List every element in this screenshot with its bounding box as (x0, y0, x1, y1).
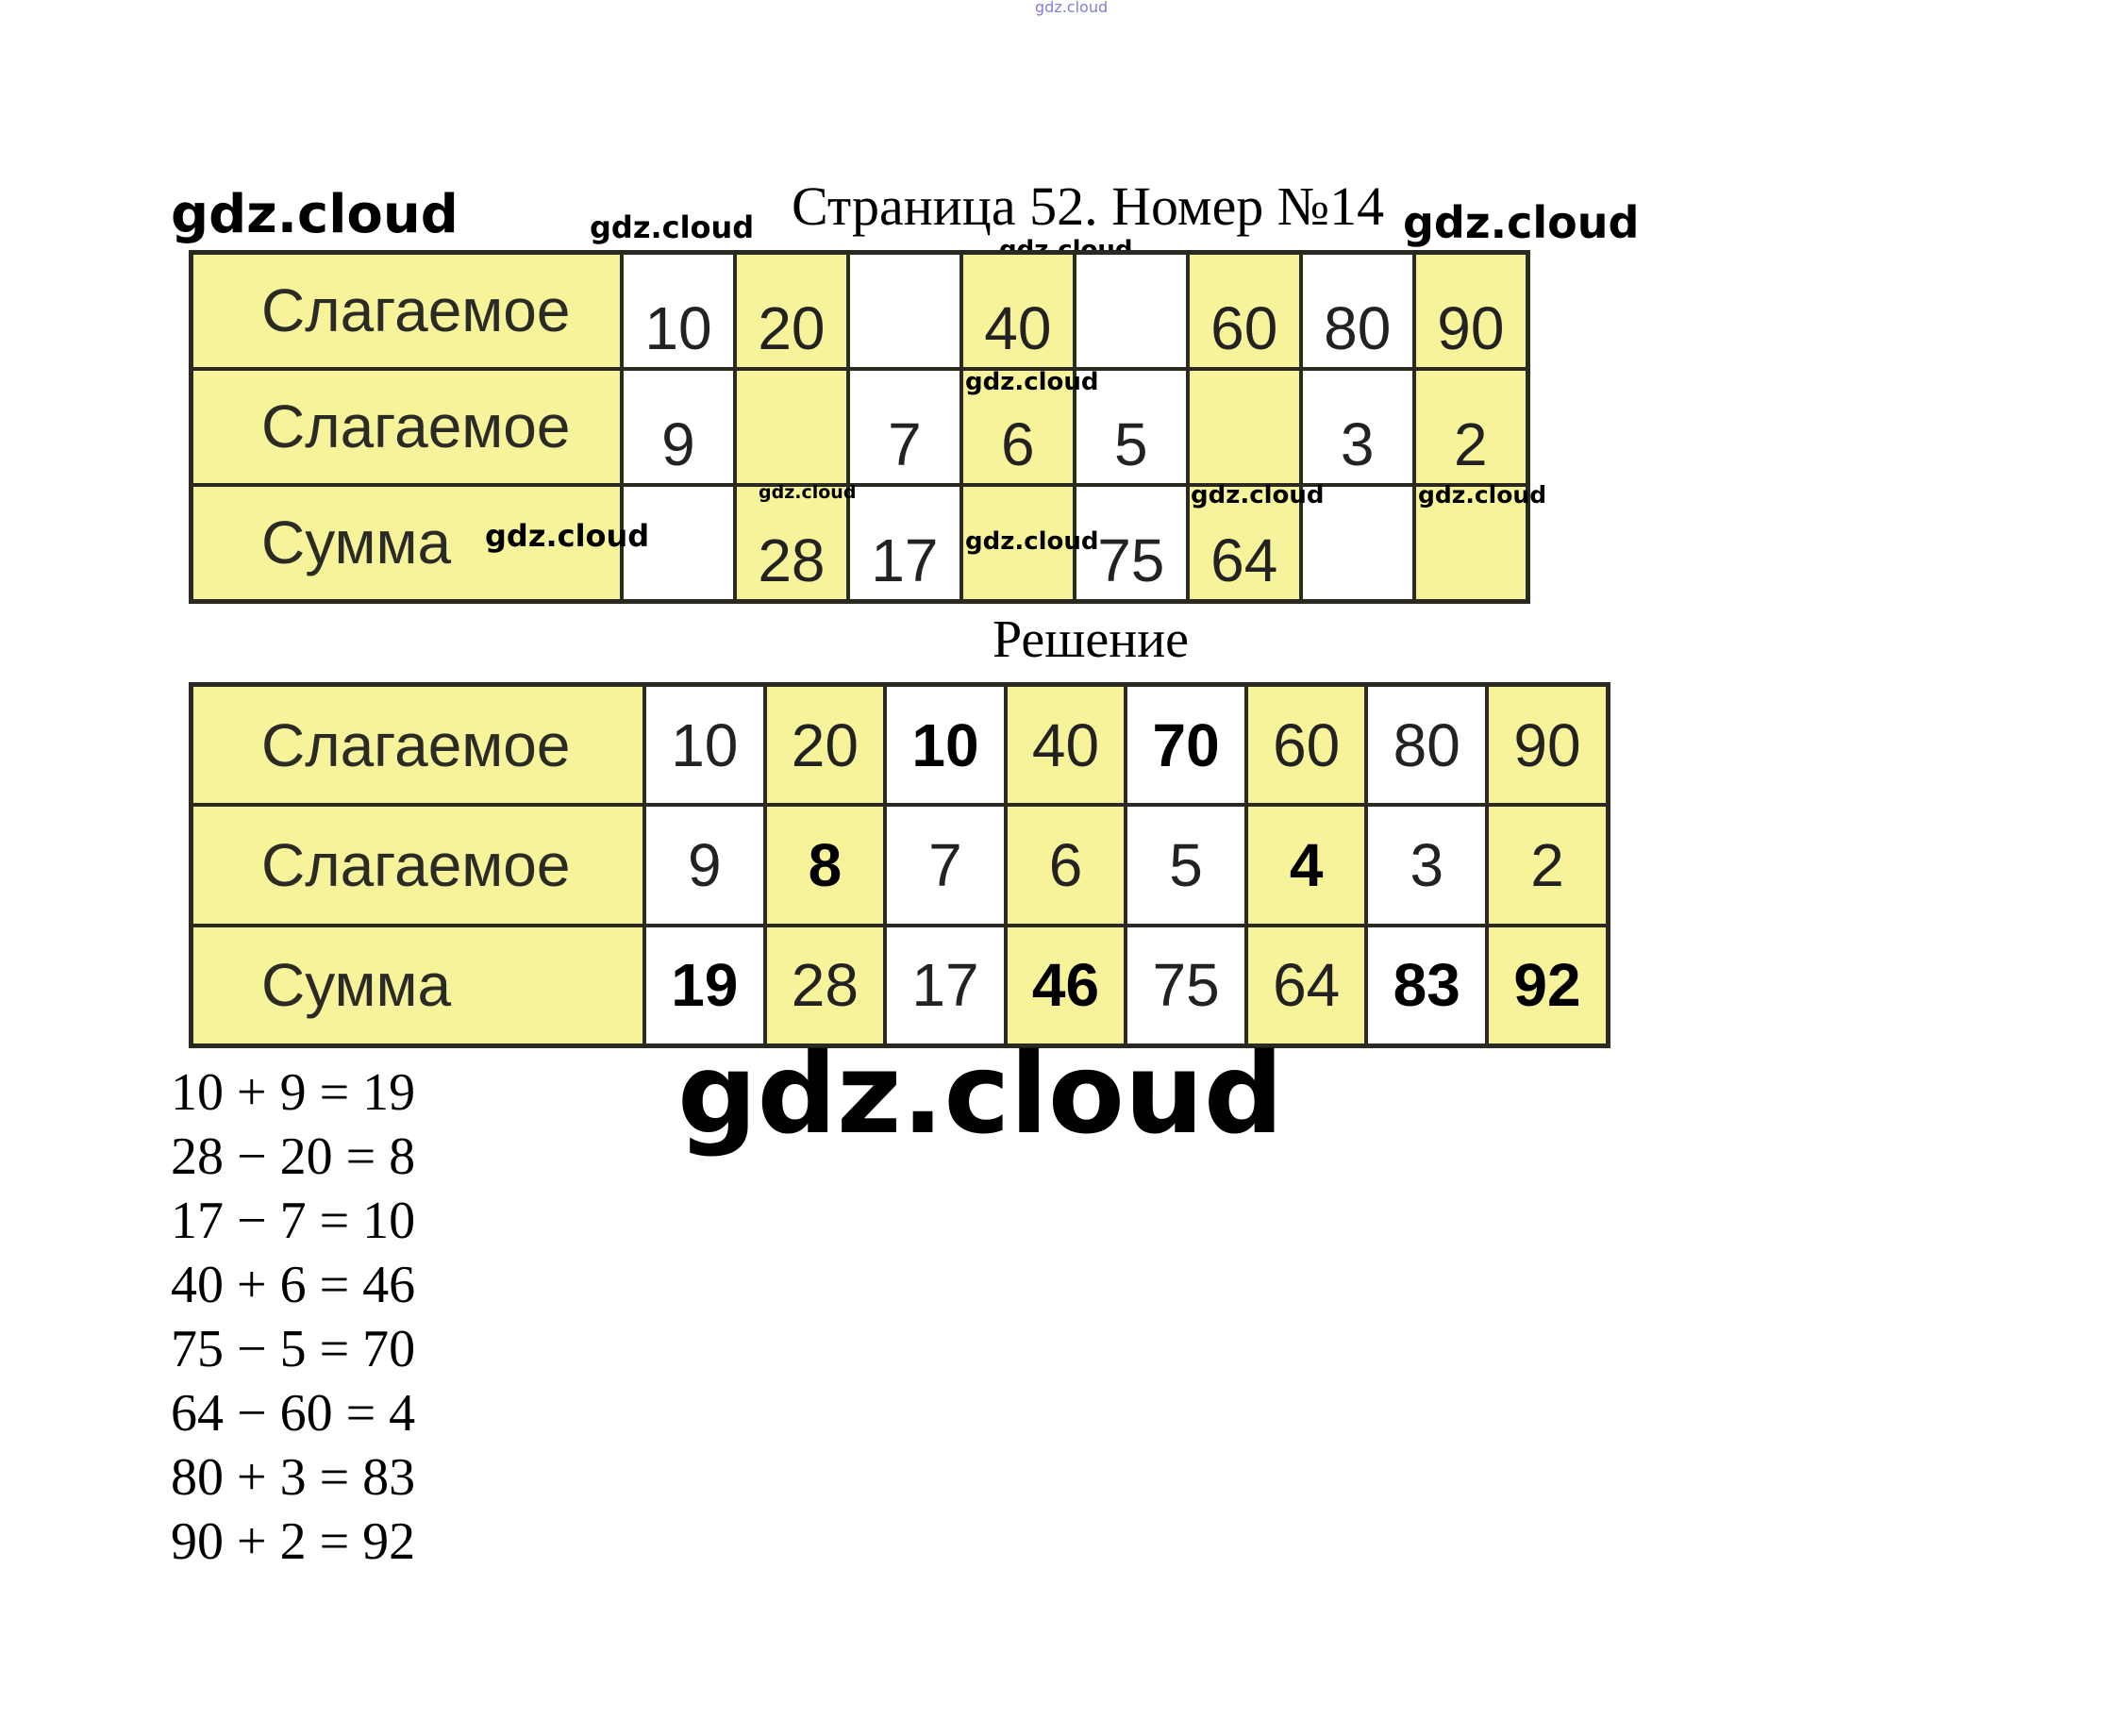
watermark: gdz.cloud (171, 184, 459, 245)
table-row: Сумма 19 28 17 46 75 64 83 92 (189, 923, 1610, 1048)
cell: 90 (1411, 250, 1530, 371)
equation: 75 − 5 = 70 (171, 1320, 416, 1378)
cell: 64 (1185, 483, 1303, 604)
cell (845, 250, 963, 371)
watermark: gdz.cloud (485, 518, 650, 554)
watermark: gdz.cloud (759, 482, 857, 503)
answer-cell: 70 (1124, 682, 1248, 808)
equation: 10 + 9 = 19 (171, 1063, 416, 1122)
equation: 17 − 7 = 10 (171, 1192, 416, 1250)
row-label: Слагаемое (189, 250, 624, 371)
table-row: Слагаемое 10 20 10 40 70 60 80 90 (189, 682, 1610, 808)
table-row: Слагаемое 10 20 40 60 80 90 (189, 250, 1530, 371)
watermark-large: gdz.cloud (677, 1028, 1284, 1159)
cell: 75 (1124, 923, 1248, 1048)
row-label: Слагаемое (189, 682, 646, 808)
cell: 7 (883, 803, 1008, 927)
cell: 60 (1243, 682, 1369, 808)
row-label: Слагаемое (189, 803, 646, 927)
cell: 9 (642, 803, 767, 927)
page-title: Страница 52. Номер №14 (792, 175, 1385, 237)
cell: 3 (1298, 367, 1416, 487)
answer-cell: 19 (642, 923, 767, 1048)
row-label: Сумма (189, 483, 624, 604)
cell (1072, 250, 1190, 371)
answer-cell: 8 (762, 803, 888, 927)
cell: 80 (1298, 250, 1416, 371)
cell: 17 (883, 923, 1008, 1048)
cell: 9 (620, 367, 737, 487)
cell: 80 (1364, 682, 1490, 808)
table-row: Слагаемое 9 8 7 6 5 4 3 2 (189, 803, 1610, 927)
cell: 20 (762, 682, 888, 808)
solution-table: Слагаемое 10 20 10 40 70 60 80 90 Слагае… (189, 682, 1610, 1048)
cell: 75 (1072, 483, 1190, 604)
cell: 3 (1364, 803, 1490, 927)
solution-heading: Решение (993, 610, 1190, 669)
table-row: Слагаемое 9 7 6 5 3 2 (189, 367, 1530, 487)
cell: 40 (1003, 682, 1128, 808)
cell (732, 367, 850, 487)
cell: 10 (642, 682, 767, 808)
answer-cell: 92 (1485, 923, 1610, 1048)
cell (959, 483, 1076, 604)
cell (620, 483, 737, 604)
cell: 90 (1485, 682, 1610, 808)
cell (1298, 483, 1416, 604)
cell: 7 (845, 367, 963, 487)
equation: 80 + 3 = 83 (171, 1448, 416, 1507)
cell: 28 (732, 483, 850, 604)
watermark: gdz.cloud (965, 527, 1099, 556)
watermark: gdz.cloud (1418, 481, 1547, 509)
task-table: Слагаемое 10 20 40 60 80 90 Слагаемое 9 … (189, 250, 1530, 604)
watermark: gdz.cloud (590, 209, 755, 245)
row-label: Слагаемое (189, 367, 624, 487)
equation: 64 − 60 = 4 (171, 1384, 416, 1443)
cell (1411, 483, 1530, 604)
table-row: Сумма 28 17 75 64 (189, 483, 1530, 604)
cell: 60 (1185, 250, 1303, 371)
cell: 20 (732, 250, 850, 371)
cell: 5 (1124, 803, 1248, 927)
cell: 40 (959, 250, 1076, 371)
equation: 28 − 20 = 8 (171, 1127, 416, 1186)
cell: 5 (1072, 367, 1190, 487)
cell: 6 (959, 367, 1076, 487)
answer-cell: 83 (1364, 923, 1490, 1048)
row-label: Сумма (189, 923, 646, 1048)
answer-cell: 4 (1243, 803, 1369, 927)
cell: 10 (620, 250, 737, 371)
watermark-top-tiny: gdz.cloud (1035, 0, 1109, 16)
cell: 64 (1243, 923, 1369, 1048)
cell: 17 (845, 483, 963, 604)
watermark: gdz.cloud (965, 368, 1099, 396)
cell: 2 (1485, 803, 1610, 927)
answer-cell: 10 (883, 682, 1008, 808)
watermark: gdz.cloud (1191, 481, 1325, 509)
cell: 2 (1411, 367, 1530, 487)
cell: 6 (1003, 803, 1128, 927)
cell: 28 (762, 923, 888, 1048)
equation: 90 + 2 = 92 (171, 1512, 416, 1571)
cell (1185, 367, 1303, 487)
watermark: gdz.cloud (1403, 197, 1640, 248)
answer-cell: 46 (1003, 923, 1128, 1048)
equation: 40 + 6 = 46 (171, 1256, 416, 1314)
